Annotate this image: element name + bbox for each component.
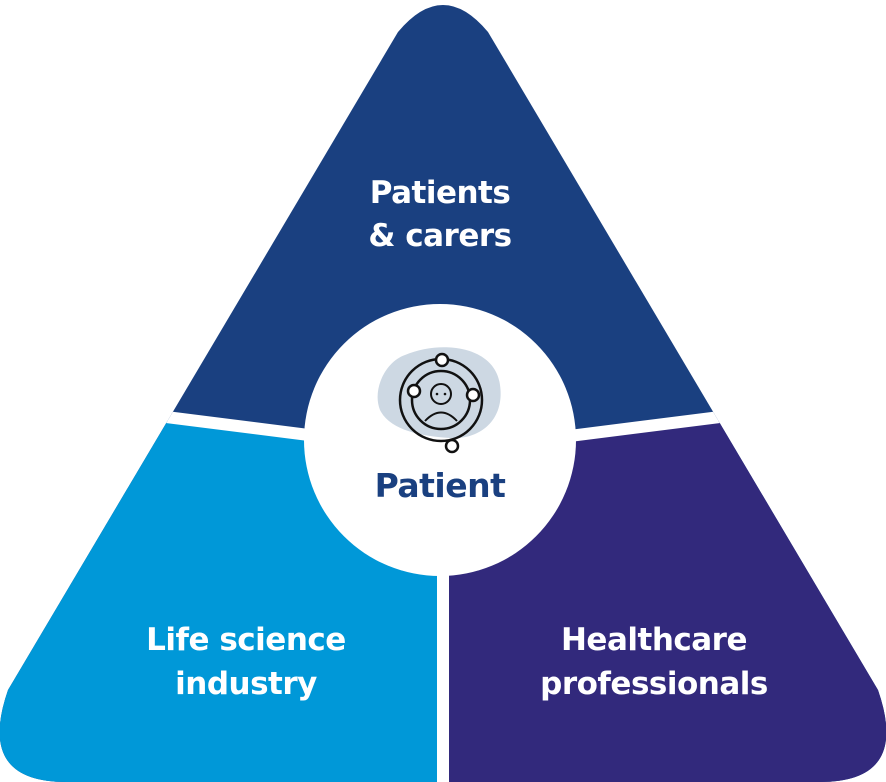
center-label: Patient: [375, 466, 507, 505]
bottom-left-label-line2: industry: [175, 666, 317, 702]
patient-network-icon: [377, 347, 501, 454]
top-label-line2: & carers: [368, 218, 511, 254]
top-label-line1: Patients: [370, 175, 511, 211]
bottom-right-label-line1: Healthcare: [561, 622, 747, 658]
bottom-left-label-line1: Life science: [146, 622, 346, 658]
bottom-right-label-line2: professionals: [540, 666, 768, 702]
